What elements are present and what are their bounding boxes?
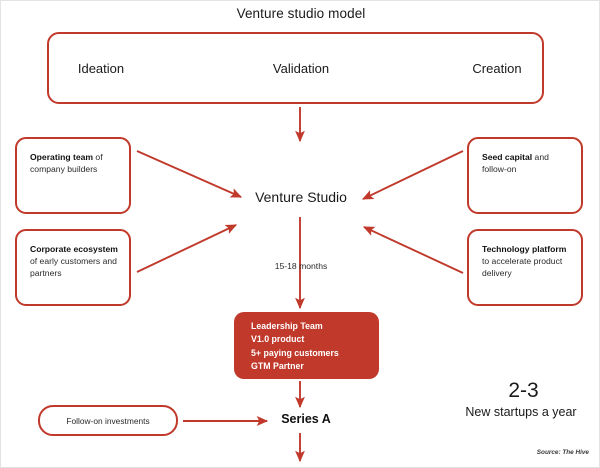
operating-team-rest: of [93,152,103,162]
series-a-label: Series A [281,412,331,426]
arrow-corporate-to-hub [136,224,238,273]
milestone-item: Leadership Team [251,321,323,331]
pipeline-stage-validation[interactable]: Validation [272,61,330,76]
source-attribution: Source: The Hive [536,449,589,456]
hub-label-venture-studio: Venture Studio [255,189,347,205]
seed-capital-rest: and [532,152,549,162]
corporate-ecosystem-line2: of early customers and partners [30,256,117,279]
technology-platform-line2: to accelerate product delivery [482,256,563,279]
seed-capital-line2: follow-on [482,164,517,175]
pipeline-container [47,32,544,104]
milestones-box[interactable]: Leadership Team V1.0 product 5+ paying c… [234,312,379,379]
page-title: Venture studio model [236,6,366,21]
input-box-operating-team[interactable]: Operating team of company builders [15,137,131,214]
followon-investments-label: Follow-on investments [66,415,150,426]
input-box-technology-platform[interactable]: Technology platform to accelerate produc… [467,229,583,306]
stat-number: 2-3 [508,379,539,402]
corporate-ecosystem-strong: Corporate ecosystem [30,244,118,254]
pipeline-stage-creation[interactable]: Creation [472,61,522,76]
input-box-corporate-ecosystem[interactable]: Corporate ecosystem of early customers a… [15,229,131,306]
seed-capital-strong: Seed capital [482,152,533,162]
operating-team-strong: Operating team [30,152,94,162]
arrow-technology-to-hub [362,226,464,274]
operating-team-line2: company builders [30,164,98,175]
followon-investments-box[interactable]: Follow-on investments [38,405,178,436]
milestone-item: GTM Partner [251,361,304,372]
input-box-seed-capital[interactable]: Seed capital and follow-on [467,137,583,214]
milestone-item: V1.0 product [251,334,305,345]
pipeline-stage-ideation[interactable]: Ideation [77,61,125,76]
duration-label: 15-18 months [274,261,328,271]
milestone-item: 5+ paying customers [251,347,339,358]
stat-caption: New startups a year [465,405,577,419]
technology-platform-strong: Technology platform [482,244,567,254]
